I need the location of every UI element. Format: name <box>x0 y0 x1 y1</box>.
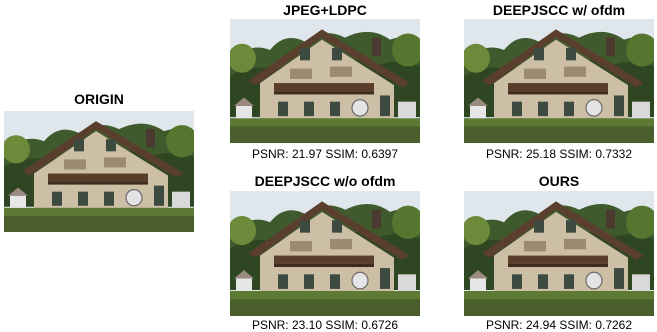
panel-ours: OURS PSNR: 24.94 SSIM: 0.7262 <box>464 173 654 332</box>
house-photo <box>464 19 654 143</box>
metrics-caption: PSNR: 25.18 SSIM: 0.7332 <box>485 147 633 161</box>
panel-title: OURS <box>538 173 580 189</box>
panel-origin: ORIGIN <box>4 91 194 232</box>
metrics-caption: PSNR: 23.10 SSIM: 0.6726 <box>251 318 399 332</box>
panel-title: ORIGIN <box>74 91 124 107</box>
panel-deepjscc-ofdm: DEEPJSCC w/ ofdm PSNR: 25.18 SSIM: 0.733… <box>464 2 654 161</box>
house-photo <box>230 191 420 316</box>
house-photo <box>230 19 420 143</box>
panel-title: DEEPJSCC w/o ofdm <box>254 173 396 189</box>
panel-jpeg-ldpc: JPEG+LDPC PSNR: 21.97 SSIM: 0.6397 <box>230 2 420 161</box>
panel-deepjscc-no-ofdm: DEEPJSCC w/o ofdm PSNR: 23.10 SSIM: 0.67… <box>230 173 420 332</box>
house-photo <box>464 191 654 316</box>
house-photo <box>4 111 194 232</box>
panel-title: DEEPJSCC w/ ofdm <box>492 2 626 18</box>
panel-title: JPEG+LDPC <box>283 2 367 18</box>
metrics-caption: PSNR: 21.97 SSIM: 0.6397 <box>251 147 399 161</box>
metrics-caption: PSNR: 24.94 SSIM: 0.7262 <box>485 318 633 332</box>
